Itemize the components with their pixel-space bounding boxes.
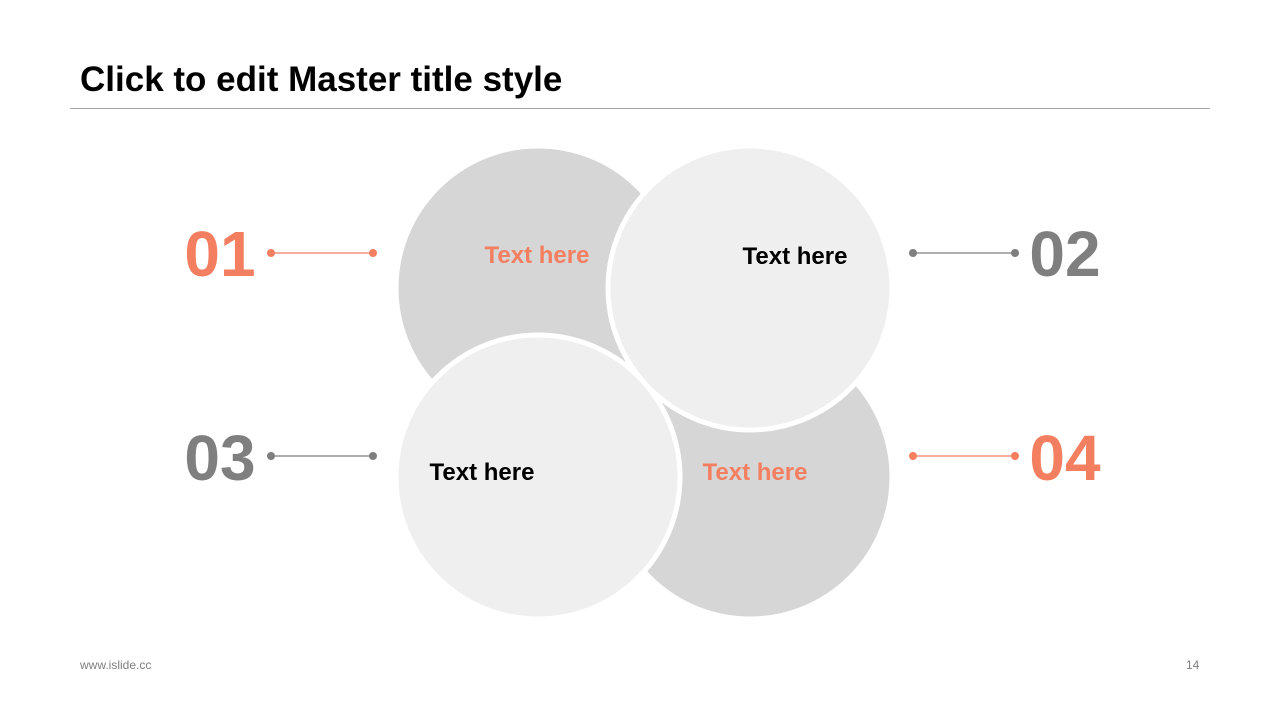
title-divider	[70, 108, 1210, 109]
circle-label-04: Text here	[703, 459, 808, 486]
slide-title: Click to edit Master title style	[80, 60, 563, 99]
connector-03	[267, 452, 377, 460]
circle-label-01: Text here	[485, 242, 590, 269]
item-number-01: 01	[184, 218, 255, 290]
footer-url: www.islide.cc	[80, 658, 152, 672]
item-number-02: 02	[1029, 218, 1100, 290]
connector-02	[909, 249, 1019, 257]
page-number: 14	[1186, 658, 1200, 672]
connector-01	[267, 249, 377, 257]
circle-item-02[interactable]	[605, 143, 895, 433]
item-number-04: 04	[1029, 422, 1101, 494]
circle-label-02: Text here	[743, 243, 848, 270]
circle-item-03[interactable]	[393, 332, 683, 622]
item-number-03: 03	[184, 422, 255, 494]
connector-04	[909, 452, 1019, 460]
circle-label-03: Text here	[430, 459, 535, 486]
